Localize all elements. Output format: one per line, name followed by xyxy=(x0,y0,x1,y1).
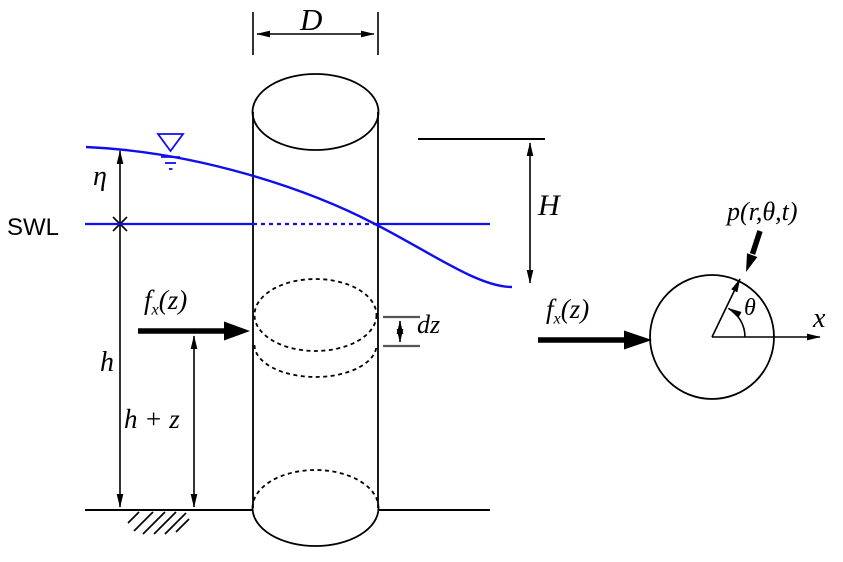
cylinder-top-ellipse xyxy=(251,73,380,151)
eta-label: η xyxy=(93,161,107,192)
depth-label: h xyxy=(100,347,114,378)
h-plus-z-label: h + z xyxy=(124,404,180,434)
water-level-icon xyxy=(156,133,185,170)
force-arrow-left xyxy=(138,321,250,341)
wave-height-dimension xyxy=(418,138,545,284)
slice-lower-arc xyxy=(253,344,378,378)
dz-label: dz xyxy=(417,310,441,339)
swl-label: SWL xyxy=(7,214,60,241)
seabed-hatching-icon xyxy=(127,511,190,535)
force-label-left: fx(z) xyxy=(144,285,188,319)
x-axis-label: x xyxy=(813,303,826,334)
radius-arrow xyxy=(711,278,741,338)
slice-upper-ellipse xyxy=(253,278,378,352)
diameter-dimension xyxy=(252,12,379,55)
pressure-arrow xyxy=(746,230,763,272)
cylinder-walls xyxy=(252,112,379,508)
pressure-label: p(r,θ,t) xyxy=(727,197,798,226)
theta-label: θ xyxy=(744,295,756,321)
force-arrow-right xyxy=(538,330,652,350)
wave-surface-curve xyxy=(85,145,513,289)
wave-height-label: H xyxy=(538,189,560,222)
cylinder-bottom-ellipse-solid xyxy=(251,507,380,547)
force-label-right: fx(z) xyxy=(546,294,590,328)
theta-arc xyxy=(727,307,746,338)
cylinder-bottom-ellipse-hidden xyxy=(251,469,380,509)
eta-h-dimension xyxy=(112,150,128,508)
dz-dimension xyxy=(383,315,420,348)
diameter-label: D xyxy=(300,2,323,37)
